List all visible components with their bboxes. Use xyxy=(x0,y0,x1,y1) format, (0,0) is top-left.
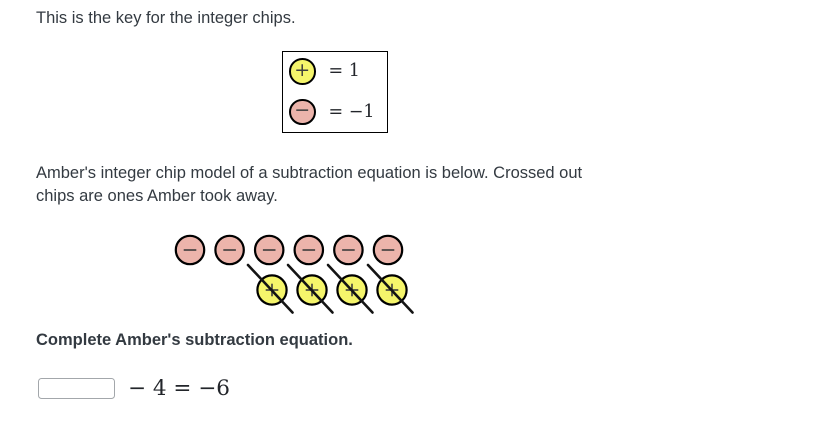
key-row-positive: + = 1 xyxy=(289,58,375,85)
description-line: Amber's integer chip model of a subtract… xyxy=(36,164,583,182)
cross-out-mark xyxy=(246,263,294,314)
chip-negative xyxy=(174,234,206,266)
chip-negative xyxy=(372,234,404,266)
key-value-label: = 1 xyxy=(328,61,360,82)
cross-out-mark xyxy=(366,263,414,314)
chip-negative xyxy=(214,234,245,266)
chip-negative xyxy=(333,234,364,266)
description-text: Amber's integer chip model of a subtract… xyxy=(36,162,582,207)
cross-out-mark xyxy=(286,263,334,314)
equation-row: − 4 = −6 xyxy=(38,376,230,401)
chip-negative xyxy=(293,234,325,266)
positive-chip-icon: + xyxy=(289,58,316,85)
chip-positive-crossed xyxy=(326,263,374,314)
key-value-label: = −1 xyxy=(328,101,375,122)
prompt-text: Complete Amber's subtraction equation. xyxy=(36,331,353,349)
key-row-negative: − = −1 xyxy=(289,98,375,125)
negative-chip-icon: − xyxy=(289,98,316,125)
cross-out-mark xyxy=(326,263,374,314)
chip-negative xyxy=(253,234,285,266)
chip-model-figure xyxy=(174,234,414,314)
chip-positive-crossed xyxy=(286,263,334,314)
chip-positive-crossed xyxy=(366,263,414,314)
chip-positive-crossed xyxy=(246,263,294,314)
equation-text: − 4 = −6 xyxy=(128,376,230,401)
equation-answer-input[interactable] xyxy=(38,378,115,399)
intro-text: This is the key for the integer chips. xyxy=(36,9,296,27)
description-line: chips are ones Amber took away. xyxy=(36,186,278,205)
chip-key-box: + = 1 − = −1 xyxy=(282,51,388,133)
